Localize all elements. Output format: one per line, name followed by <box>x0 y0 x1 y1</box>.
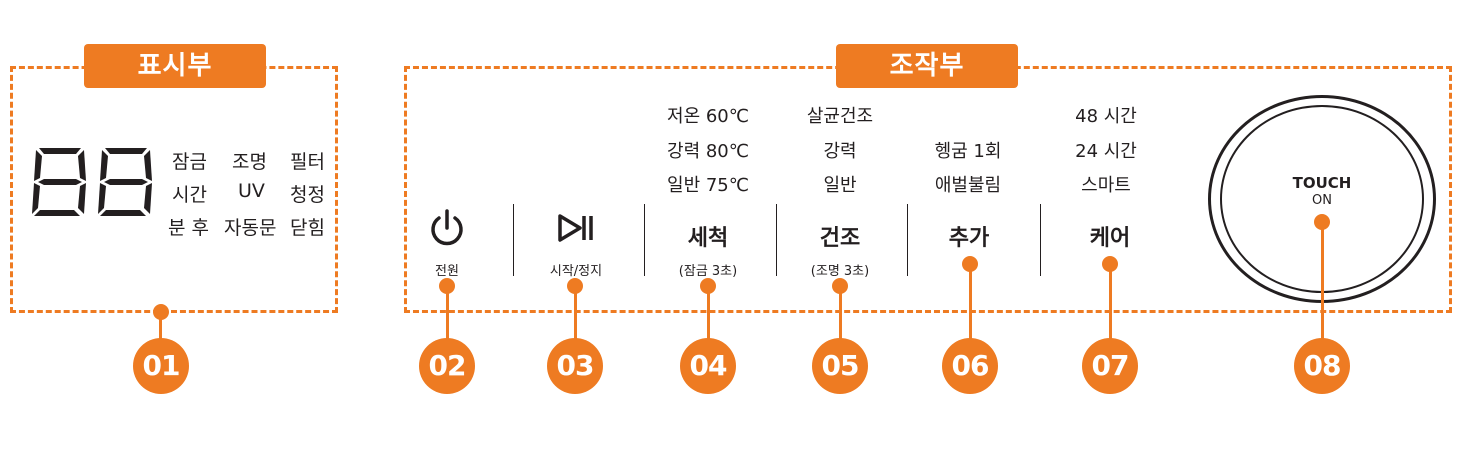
wash-option-strong: 강력 80℃ <box>667 141 749 162</box>
dry-option-strong: 강력 <box>823 141 857 162</box>
indicator-time: 시간 <box>172 184 207 206</box>
indicator-closed: 닫힘 <box>290 217 325 239</box>
wash-button-label: 세척 <box>687 226 729 251</box>
separator <box>513 204 514 276</box>
dry-button-sub: (조명 3초) <box>810 264 870 279</box>
callout-stem-07 <box>1109 264 1112 342</box>
extra-button-label: 추가 <box>948 226 990 251</box>
play-pause-icon <box>558 214 593 242</box>
display-panel-title: 표시부 <box>84 44 266 88</box>
indicator-lock: 잠금 <box>172 151 207 173</box>
dry-option-sterilize: 살균건조 <box>806 106 874 127</box>
extra-option-rinse: 헹굼 1회 <box>934 141 1002 162</box>
indicator-filter: 필터 <box>290 151 325 173</box>
callout-stem-02 <box>446 286 449 342</box>
start-stop-label: 시작/정지 <box>549 264 603 279</box>
callout-05: 05 <box>812 338 868 394</box>
callout-stem-03 <box>574 286 577 342</box>
callout-stem-05 <box>839 286 842 342</box>
callout-stem-06 <box>969 264 972 342</box>
indicator-auto-door: 자동문 <box>224 217 277 239</box>
indicator-minutes-after: 분 후 <box>168 217 209 239</box>
indicator-clean: 청정 <box>290 184 325 206</box>
callout-03: 03 <box>547 338 603 394</box>
care-option-24h: 24 시간 <box>1075 141 1137 162</box>
extra-option-presoak: 애벌불림 <box>934 175 1002 196</box>
callout-02: 02 <box>419 338 475 394</box>
care-button-label: 케어 <box>1089 226 1131 251</box>
callout-07: 07 <box>1082 338 1138 394</box>
callout-stem-08 <box>1321 222 1324 342</box>
wash-option-normal: 일반 75℃ <box>667 175 749 196</box>
separator <box>644 204 645 276</box>
separator <box>1040 204 1041 276</box>
wash-button-sub: (잠금 3초) <box>678 264 738 279</box>
touch-label: TOUCH <box>1292 174 1352 192</box>
control-panel-title: 조작부 <box>836 44 1018 88</box>
callout-04: 04 <box>680 338 736 394</box>
callout-stem-01 <box>159 312 162 342</box>
separator <box>776 204 777 276</box>
care-option-smart: 스마트 <box>1081 175 1131 196</box>
touch-on-label: ON <box>1312 193 1332 208</box>
callout-01: 01 <box>133 338 189 394</box>
power-icon <box>431 209 463 246</box>
seven-segment-digits <box>32 148 152 216</box>
separator <box>907 204 908 276</box>
callout-08: 08 <box>1294 338 1350 394</box>
power-button-label: 전원 <box>435 264 459 279</box>
wash-option-low-temp: 저온 60℃ <box>667 106 749 127</box>
care-option-48h: 48 시간 <box>1075 106 1137 127</box>
indicator-light: 조명 <box>232 151 267 173</box>
dry-option-normal: 일반 <box>823 175 857 196</box>
seven-segment-display <box>30 146 156 222</box>
dry-button-label: 건조 <box>819 226 861 251</box>
indicator-uv: UV <box>238 180 265 202</box>
callout-06: 06 <box>942 338 998 394</box>
callout-stem-04 <box>707 286 710 342</box>
